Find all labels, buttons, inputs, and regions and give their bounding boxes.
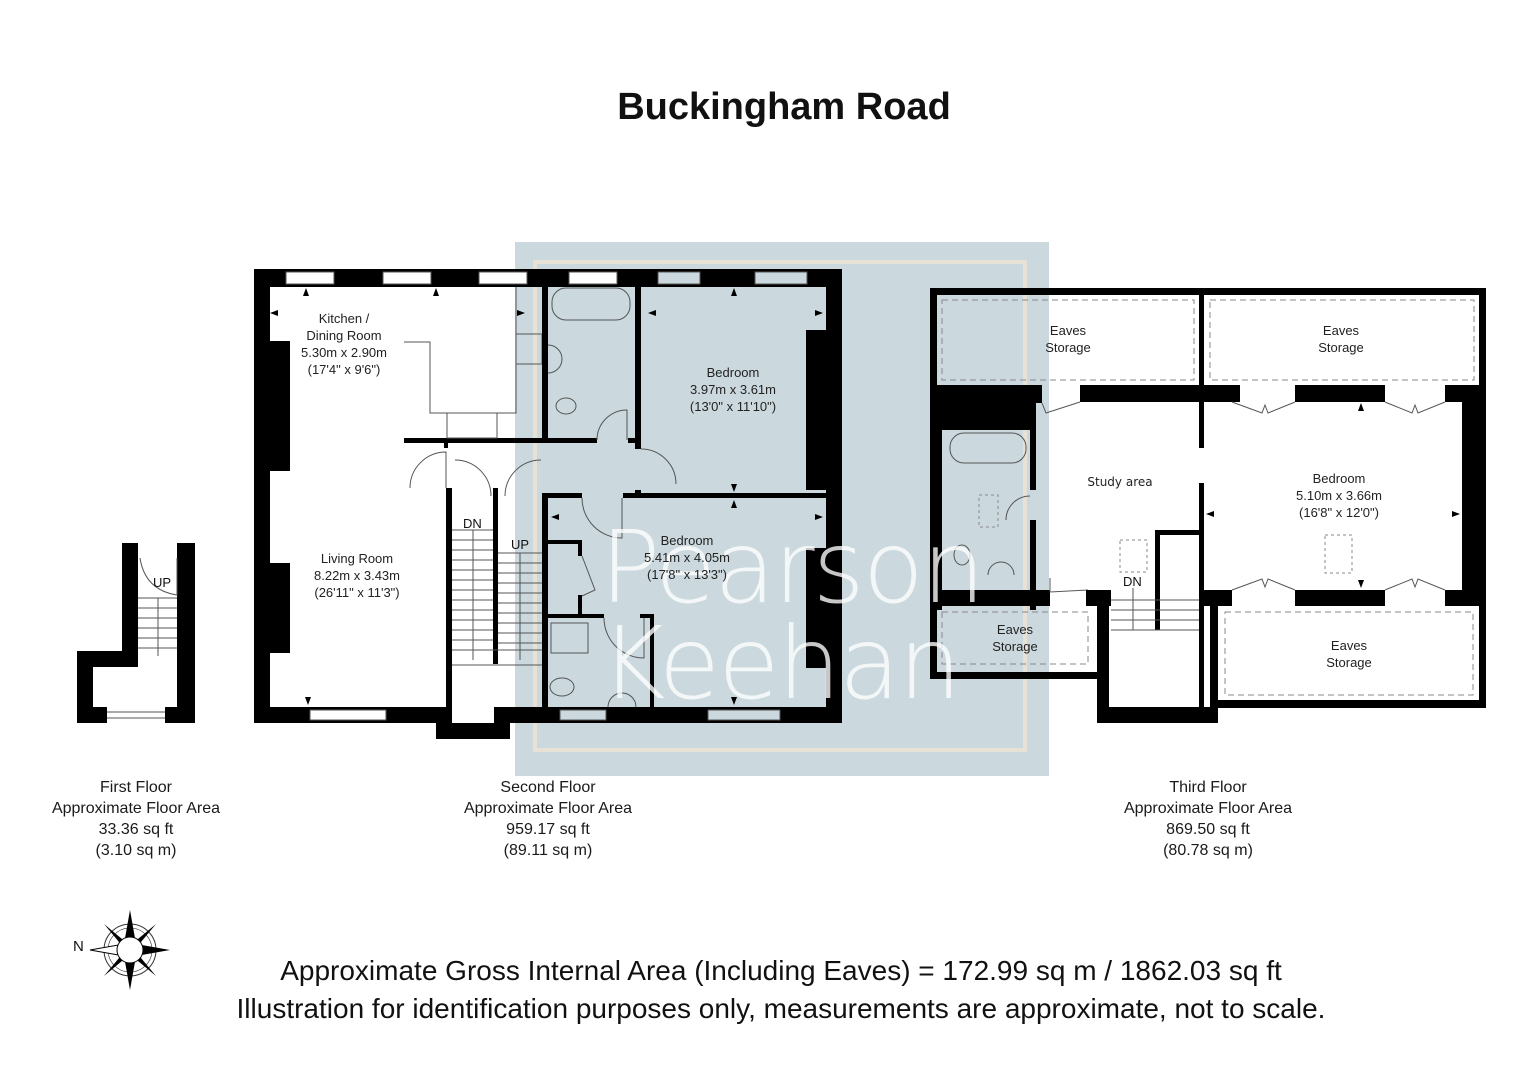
watermark-text: Pearson Keehan xyxy=(600,509,985,722)
second-floor-caption: Second Floor Approximate Floor Area 959.… xyxy=(463,779,633,859)
room-study-area: Study area xyxy=(1087,475,1153,489)
first-floor-plan xyxy=(77,543,195,723)
compass-north-label: N xyxy=(73,938,84,955)
plan-title: Buckingham Road xyxy=(617,86,951,128)
second-floor-stair-down-label: DN xyxy=(463,516,482,531)
first-floor-caption: First Floor Approximate Floor Area 33.36… xyxy=(51,779,221,859)
first-floor-stair-up-label: UP xyxy=(153,575,172,590)
third-floor-caption: Third Floor Approximate Floor Area 869.5… xyxy=(1123,779,1293,859)
disclaimer-text: Illustration for identification purposes… xyxy=(236,993,1326,1024)
room-bedroom-3: Bedroom 5.10m x 3.66m (16'8" x 12'0") xyxy=(1296,471,1382,520)
compass-rose-icon xyxy=(89,910,170,990)
third-floor-stair-down-label: DN xyxy=(1123,574,1142,589)
watermark-inner-border xyxy=(533,260,1027,752)
room-bedroom-2: Bedroom 5.41m x 4.05m (17'8" x 13'3") xyxy=(644,533,730,582)
room-bedroom-1: Bedroom 3.97m x 3.61m (13'0" x 11'10") xyxy=(689,365,777,414)
room-eaves-storage-bottom-right: Eaves Storage xyxy=(1326,638,1372,670)
room-eaves-storage-top-right: Eaves Storage xyxy=(1318,323,1364,355)
room-living-room: Living Room 8.22m x 3.43m (26'11" x 11'3… xyxy=(314,551,400,600)
room-kitchen-dining: Kitchen / Dining Room 5.30m x 2.90m (17'… xyxy=(301,311,387,377)
second-floor-stair-up-label: UP xyxy=(511,537,530,552)
second-floor-plan xyxy=(254,269,842,739)
watermark-panel xyxy=(515,242,1049,776)
room-eaves-storage-top-left: Eaves Storage xyxy=(1045,323,1091,355)
third-floor-plan xyxy=(930,288,1486,723)
gross-area-text: Approximate Gross Internal Area (Includi… xyxy=(280,955,1282,986)
room-eaves-storage-bottom-left: Eaves Storage xyxy=(992,622,1038,654)
